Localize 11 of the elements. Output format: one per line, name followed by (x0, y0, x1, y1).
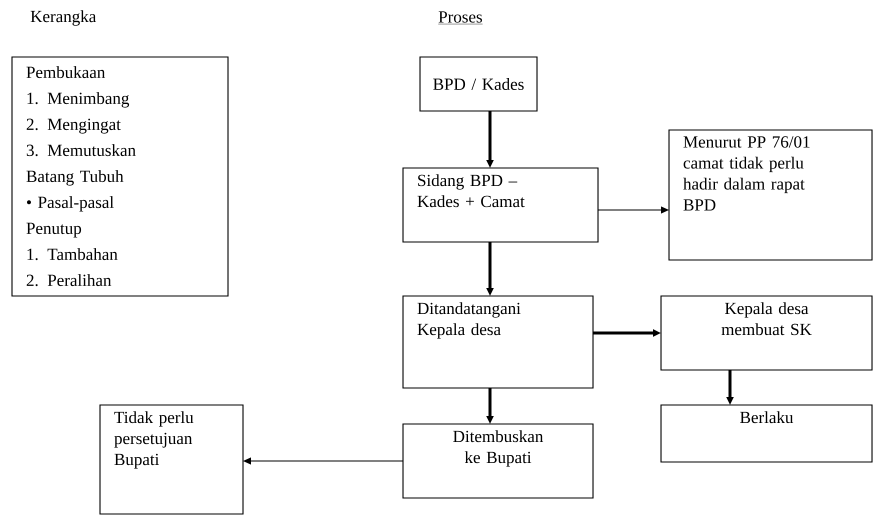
column-heading: Proses (438, 11, 483, 24)
column-heading: Kerangka (30, 10, 96, 26)
process-box: Sidang BPD – Kades + Camat (402, 167, 599, 243)
process-box: BPD / Kades (419, 56, 538, 112)
process-box: Tidak perlu persetujuan Bupati (99, 404, 244, 515)
process-box: Ditembuskan ke Bupati (402, 423, 594, 499)
process-box: Berlaku (660, 404, 873, 463)
process-box: Kepala desa membuat SK (660, 295, 873, 371)
process-box: Ditandatangani Kepala desa (402, 295, 594, 389)
process-box: Menurut PP 76/01 camat tidak perlu hadir dalam rapat BPD (668, 129, 873, 261)
process-box: Pembukaan 1. Menimbang 2. Mengingat 3. Memutuskan Batang Tubuh • Pasal-pasal Penutup 1. Tambahan 2. Peralihan (11, 56, 229, 297)
